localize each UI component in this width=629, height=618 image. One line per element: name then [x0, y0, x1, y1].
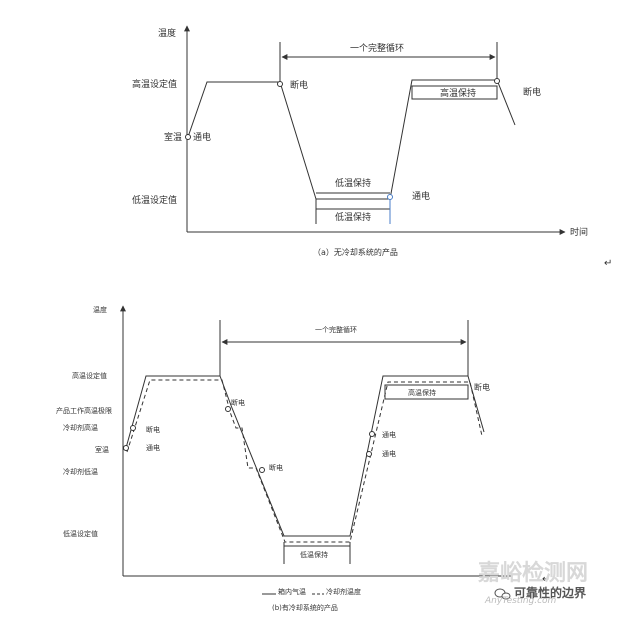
power-off-marker-2	[225, 406, 231, 412]
watermark-brand-text: 可靠性的边界	[514, 585, 586, 600]
temperature-profile	[187, 79, 516, 200]
power-on-label-1: 通电	[193, 131, 211, 143]
power-off-label-2: 断电	[523, 86, 541, 98]
power-off-label-1: 断电	[146, 425, 160, 434]
legend-solid-label: 箱内气温	[278, 587, 306, 596]
caption-a: （a）无冷却系统的产品	[313, 247, 398, 257]
cycle-label: 一个完整循环	[350, 42, 404, 54]
label-low-set: 低温设定值	[132, 194, 177, 206]
watermark-site-text: AnyTesting.com	[484, 596, 557, 606]
power-off-marker-3	[259, 467, 265, 473]
high-hold-label: 高温保持	[440, 87, 476, 99]
power-off-marker-1	[130, 425, 136, 431]
power-on-marker-1	[185, 134, 191, 140]
high-hold-box	[384, 384, 469, 400]
label-low-set: 低温设定值	[63, 529, 98, 538]
coolant-profile	[126, 379, 483, 543]
low-hold-label-2: 低温保持	[335, 211, 371, 223]
low-hold-label-1: 低温保持	[335, 177, 371, 189]
y-axis-label: 温度	[158, 27, 176, 39]
power-on-label-2: 通电	[382, 430, 396, 439]
power-on-marker-2	[387, 194, 393, 200]
power-on-marker-3	[366, 451, 372, 457]
label-coolant-high: 冷却剂高温	[63, 423, 98, 432]
x-axis-label: 时间	[570, 226, 588, 238]
power-off-label-1: 断电	[290, 79, 308, 91]
power-on-label-2: 通电	[412, 190, 430, 202]
power-on-marker-2	[369, 431, 375, 437]
power-on-marker-1	[123, 445, 129, 451]
power-on-label-3: 通电	[382, 449, 396, 458]
power-off-label-3: 断电	[269, 463, 283, 472]
watermark-main-text: 嘉峪检测网	[478, 560, 588, 586]
label-high-set: 高温设定值	[72, 371, 107, 380]
power-off-label-4: 断电	[474, 382, 490, 392]
wechat-icon	[494, 588, 511, 600]
label-room: 室温	[164, 131, 182, 143]
cycle-label: 一个完整循环	[315, 325, 357, 334]
power-off-marker-1	[277, 81, 283, 87]
power-off-marker-2	[494, 78, 500, 84]
y-axis-label: 温度	[93, 305, 107, 314]
diagram-b: 温度 高温设定值 产品工作高温极限 冷却剂高温 室温 冷却剂低温 低温设定值 一…	[56, 305, 550, 612]
power-on-label-1: 通电	[146, 443, 160, 452]
caption-b: (b)有冷却系统的产品	[272, 603, 338, 612]
power-off-label-2: 断电	[231, 398, 245, 407]
watermark: 嘉峪检测网 可靠性的边界 AnyTesting.com	[478, 560, 588, 606]
label-coolant-low: 冷却剂低温	[63, 467, 98, 476]
label-high-set: 高温设定值	[132, 78, 177, 90]
diagram-a: 温度 时间 高温设定值 室温 低温设定值 一个完整循环 低温保持 低温保持 高温…	[132, 25, 612, 269]
high-hold-box	[411, 85, 498, 100]
high-hold-label: 高温保持	[408, 388, 436, 397]
return-mark-b: ↵	[542, 574, 550, 585]
chamber-air-profile	[125, 375, 485, 537]
label-room: 室温	[95, 445, 109, 454]
low-hold-label: 低温保持	[300, 550, 328, 559]
label-product-high: 产品工作高温极限	[56, 406, 112, 415]
return-mark-a: ↵	[604, 258, 612, 269]
legend-dashed-label: 冷却剂温度	[326, 587, 361, 596]
